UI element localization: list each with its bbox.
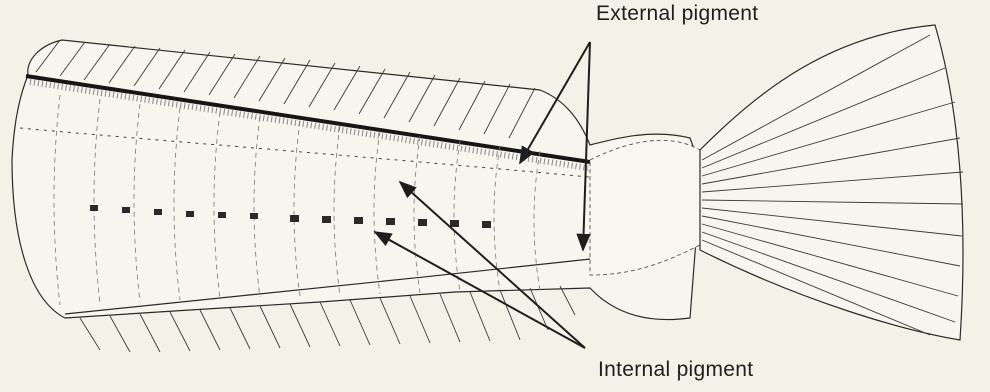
internal-pigment-label: Internal pigment — [598, 358, 753, 382]
external-pigment-label: External pigment — [596, 2, 758, 26]
